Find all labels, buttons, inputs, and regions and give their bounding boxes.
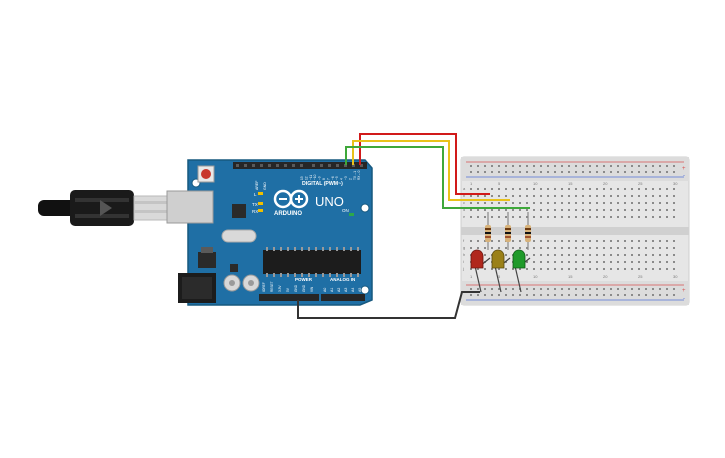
analog-pin-label: A3 <box>344 288 348 292</box>
column-number: 5 <box>498 274 501 279</box>
analog-pin-label: A5 <box>358 288 362 292</box>
power-header-label: POWER <box>295 277 313 282</box>
row-letter: b <box>463 193 466 198</box>
row-letter: d <box>463 207 465 212</box>
analog-pin-label: A0 <box>323 288 327 292</box>
row-letter: e <box>463 214 466 219</box>
digital-header-label: DIGITAL (PWM~) <box>302 181 343 187</box>
power-pin-label: IOREF <box>262 282 266 292</box>
digital-pin-label: 2 <box>348 178 352 180</box>
column-number: 25 <box>638 181 643 186</box>
row-letter: h <box>463 252 465 257</box>
analog-pin-label: A2 <box>337 288 341 292</box>
crystal-oscillator <box>221 229 257 243</box>
digital-pin-label: ~9 <box>318 176 322 180</box>
column-number: 15 <box>568 181 573 186</box>
row-letter: a <box>463 186 466 191</box>
power-pin-label: RESET <box>270 281 274 292</box>
column-number: 25 <box>638 274 643 279</box>
digital-pin-label: ~5 <box>335 176 339 180</box>
yellow-wire[interactable] <box>352 140 510 201</box>
led-label-l: L <box>254 192 257 197</box>
rail-plus-top: + <box>682 166 686 172</box>
usb-port <box>166 190 214 224</box>
rail-plus-bottom: + <box>682 288 686 294</box>
digital-pin-label: ~6 <box>331 176 335 180</box>
row-letter: c <box>463 200 465 205</box>
digital-pin-label: RX←0 <box>357 170 361 180</box>
rail-minus-bottom: - <box>683 296 685 302</box>
power-pin-label: GND <box>302 284 306 292</box>
digital-pin-label: ~11 <box>309 175 313 180</box>
column-number: 10 <box>533 274 538 279</box>
resistors[interactable] <box>485 212 531 250</box>
aref-label: AREF <box>255 181 259 190</box>
digital-pin-label: 13 <box>300 176 304 180</box>
logo-text: ARDUINO <box>274 211 302 217</box>
atmega-chip <box>263 250 361 274</box>
arduino-logo <box>273 189 309 209</box>
digital-pin-label: 7 <box>326 178 330 180</box>
power-pin-labels: IOREF RESET 3.3V 5V GND GND VIN <box>262 281 314 292</box>
power-pin-label: VIN <box>310 286 314 292</box>
power-pin-header[interactable] <box>259 294 319 301</box>
column-number: 15 <box>568 274 573 279</box>
resistor-1[interactable] <box>485 212 491 250</box>
gnd-label: GND <box>263 182 267 190</box>
leds[interactable] <box>470 249 531 293</box>
row-letter: i <box>463 259 464 264</box>
model-text: UNO <box>315 194 344 209</box>
column-number: 5 <box>498 181 501 186</box>
green-wire[interactable] <box>345 146 530 209</box>
led-yellow[interactable] <box>491 249 511 293</box>
column-number: 10 <box>533 181 538 186</box>
column-number: 30 <box>673 181 678 186</box>
resistor-3[interactable] <box>525 212 531 250</box>
usb-cable <box>38 190 169 226</box>
row-letter: g <box>463 245 465 250</box>
analog-pin-header[interactable] <box>321 294 365 301</box>
voltage-regulator <box>198 252 216 268</box>
row-letter: f <box>463 238 465 243</box>
breadboard-holes <box>470 165 675 296</box>
column-number: 20 <box>603 274 608 279</box>
digital-pin-label: ~10 <box>313 174 317 180</box>
on-label: ON <box>342 208 349 213</box>
analog-pin-label: A1 <box>330 288 334 292</box>
digital-pin-label: 8 <box>322 178 326 180</box>
digital-pin-label: 4 <box>340 178 344 180</box>
power-pin-label: GND <box>294 284 298 292</box>
analog-pin-label: A4 <box>351 288 355 292</box>
led-label-tx: TX <box>252 202 258 207</box>
wires[interactable] <box>297 133 530 319</box>
digital-pin-label: TX→1 <box>353 171 357 180</box>
power-pin-label: 5V <box>286 287 290 292</box>
column-number: 1 <box>470 274 473 279</box>
analog-header-label: ANALOG IN <box>330 277 355 282</box>
rail-minus-top: - <box>683 173 685 179</box>
power-pin-label: 3.3V <box>278 285 282 292</box>
column-number: 30 <box>673 274 678 279</box>
resistor-2[interactable] <box>505 212 511 250</box>
led-label-rx: RX <box>252 209 258 214</box>
column-number: 20 <box>603 181 608 186</box>
red-wire[interactable] <box>359 133 490 195</box>
digital-pin-label: 12 <box>304 176 308 180</box>
digital-pin-label: ~3 <box>344 176 348 180</box>
led-green[interactable] <box>512 249 531 293</box>
usb-chip <box>232 204 246 218</box>
ground-wire[interactable] <box>297 291 480 319</box>
row-letter: j <box>462 266 464 271</box>
column-number: 1 <box>470 181 473 186</box>
led-red[interactable] <box>470 249 491 293</box>
